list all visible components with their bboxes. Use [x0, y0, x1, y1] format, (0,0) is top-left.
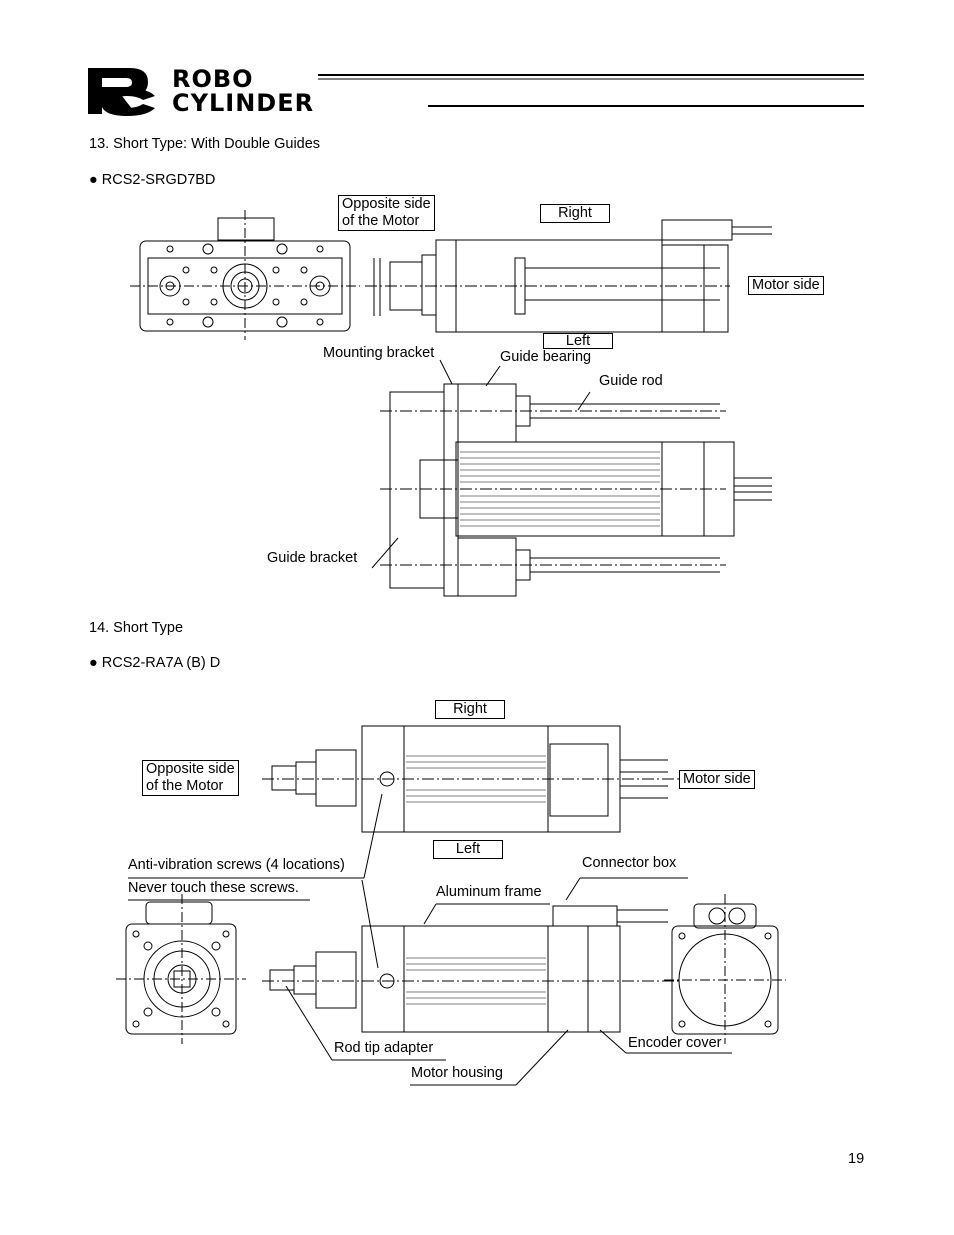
label-motor-side-bottom: Motor side: [679, 770, 755, 789]
label-anti-vibration-screws: Anti-vibration screws (4 locations): [128, 857, 345, 873]
front-flange-view: [130, 210, 360, 340]
page-number: 19: [848, 1151, 865, 1167]
side-view-top: [365, 219, 772, 333]
label-opposite-side-top: Opposite side of the Motor: [338, 195, 435, 231]
label-opposite-side-bottom: Opposite side of the Motor: [142, 760, 239, 796]
section-14-model: ● RCS2-RA7A (B) D: [89, 655, 220, 671]
label-motor-housing: Motor housing: [411, 1065, 503, 1081]
side-view-guides: [380, 383, 772, 597]
ra7a-front-view: [116, 894, 246, 1044]
label-left-bottom: Left: [433, 840, 503, 859]
section-13-model: ● RCS2-SRGD7BD: [89, 172, 215, 188]
logo-rc-icon: [88, 68, 864, 116]
bullet-icon: ●: [89, 172, 98, 188]
label-rod-tip-adapter: Rod tip adapter: [334, 1040, 434, 1056]
section-14-heading: 14. Short Type: [89, 620, 184, 636]
label-never-touch: Never touch these screws.: [128, 880, 299, 896]
ra7a-side-view: [262, 905, 680, 1033]
label-guide-bearing: Guide bearing: [500, 349, 592, 365]
label-left-top: Left: [543, 333, 613, 349]
label-connector-box: Connector box: [582, 855, 677, 871]
label-guide-bracket: Guide bracket: [267, 550, 358, 566]
logo-word-cylinder: CYLINDER: [172, 89, 315, 117]
ra7a-encoder-view: [664, 894, 786, 1044]
model-name: RCS2-SRGD7BD: [101, 172, 216, 188]
section-13-heading: 13. Short Type: With Double Guides: [89, 136, 321, 152]
logo-word-robo: ROBO: [172, 65, 254, 93]
label-mounting-bracket: Mounting bracket: [323, 345, 435, 361]
label-aluminum-frame: Aluminum frame: [436, 884, 542, 900]
ra7a-top-view: [262, 725, 680, 833]
bullet-icon: ●: [89, 655, 98, 671]
label-encoder-cover: Encoder cover: [628, 1035, 722, 1051]
label-guide-rod: Guide rod: [599, 373, 663, 389]
label-right-top: Right: [540, 204, 610, 223]
label-right-bottom: Right: [435, 700, 505, 719]
label-motor-side-top: Motor side: [748, 276, 824, 295]
model-name: RCS2-RA7A (B) D: [101, 655, 221, 671]
